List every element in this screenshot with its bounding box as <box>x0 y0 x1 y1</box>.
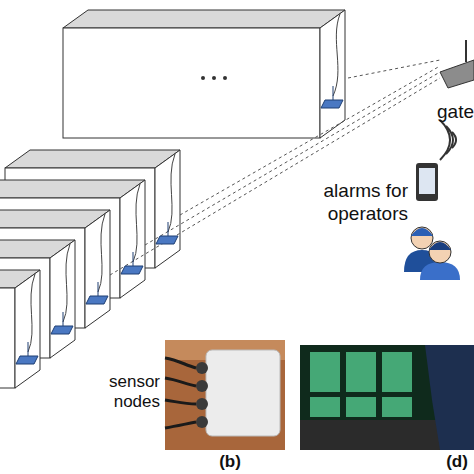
photo-background <box>165 340 285 450</box>
operator-hair <box>411 228 433 236</box>
window <box>382 352 412 392</box>
cable <box>63 244 70 322</box>
sensor-node-symbol <box>16 356 38 364</box>
radio-link <box>110 78 440 275</box>
sensor-node-symbol <box>86 296 108 304</box>
role-label: alarms for operators <box>278 180 408 226</box>
antenna <box>333 86 334 100</box>
device-label: gate <box>437 101 474 124</box>
dot <box>212 76 216 80</box>
cable <box>133 184 140 262</box>
antenna <box>168 222 169 236</box>
phone-icon <box>416 163 438 201</box>
wave <box>440 120 450 160</box>
gland <box>196 416 208 428</box>
window <box>310 352 340 392</box>
cable <box>98 214 105 292</box>
box-end <box>155 150 180 268</box>
panel-letter: (b) <box>210 452 250 472</box>
windows <box>310 352 412 417</box>
gateway-antenna <box>465 40 467 62</box>
gland <box>196 380 208 392</box>
wire <box>165 358 196 368</box>
cable <box>28 274 35 352</box>
operator-figure <box>425 345 474 450</box>
photo-background <box>300 345 474 450</box>
wire <box>165 422 196 428</box>
cable <box>333 14 340 96</box>
box-side <box>63 28 320 138</box>
part-label: sensor nodes <box>98 372 160 413</box>
window <box>346 352 376 392</box>
operators-icon <box>404 227 460 280</box>
sensor-node-symbol <box>121 266 143 274</box>
box-end <box>15 270 40 388</box>
radio-link <box>145 72 440 245</box>
window <box>382 397 412 417</box>
antenna <box>63 312 64 326</box>
sensor-node-symbols <box>16 86 343 364</box>
operator-hair <box>429 242 451 250</box>
box-lid <box>63 10 345 28</box>
dot <box>201 76 205 80</box>
battery-row <box>0 10 345 388</box>
phone-screen <box>419 168 435 194</box>
wireless-waves <box>440 120 456 160</box>
box-end <box>50 240 75 358</box>
cable <box>168 154 175 232</box>
phone-body <box>416 163 438 201</box>
photo-operator <box>300 345 474 450</box>
box-end <box>120 180 145 298</box>
antenna <box>28 342 29 356</box>
antenna <box>98 282 99 296</box>
radio-link <box>348 60 440 78</box>
wire <box>165 378 196 386</box>
photo-sensor-node <box>165 340 285 450</box>
box-lid <box>5 150 180 168</box>
gateway-icon <box>440 40 474 160</box>
sensor-cables <box>28 14 340 352</box>
operator-head <box>411 227 433 249</box>
box-end <box>85 210 110 328</box>
wire <box>165 400 196 404</box>
sensor-node-symbol <box>156 236 178 244</box>
dot <box>223 76 227 80</box>
ellipsis-dots <box>201 76 227 80</box>
operator-body <box>420 262 460 280</box>
sensor-node-symbol <box>51 326 73 334</box>
antenna <box>133 252 134 266</box>
box-side <box>0 288 15 388</box>
window <box>310 397 340 417</box>
wires <box>165 358 196 428</box>
gland <box>196 362 208 374</box>
cable-glands <box>196 362 208 428</box>
window <box>346 397 376 417</box>
sensor-node-symbol <box>321 100 343 108</box>
operator-head <box>429 241 451 263</box>
panel-letter: (d) <box>440 452 474 472</box>
enclosure <box>206 350 280 436</box>
box-end <box>320 10 345 138</box>
gateway-body <box>440 60 474 88</box>
gland <box>196 398 208 410</box>
radio-links <box>110 60 440 275</box>
